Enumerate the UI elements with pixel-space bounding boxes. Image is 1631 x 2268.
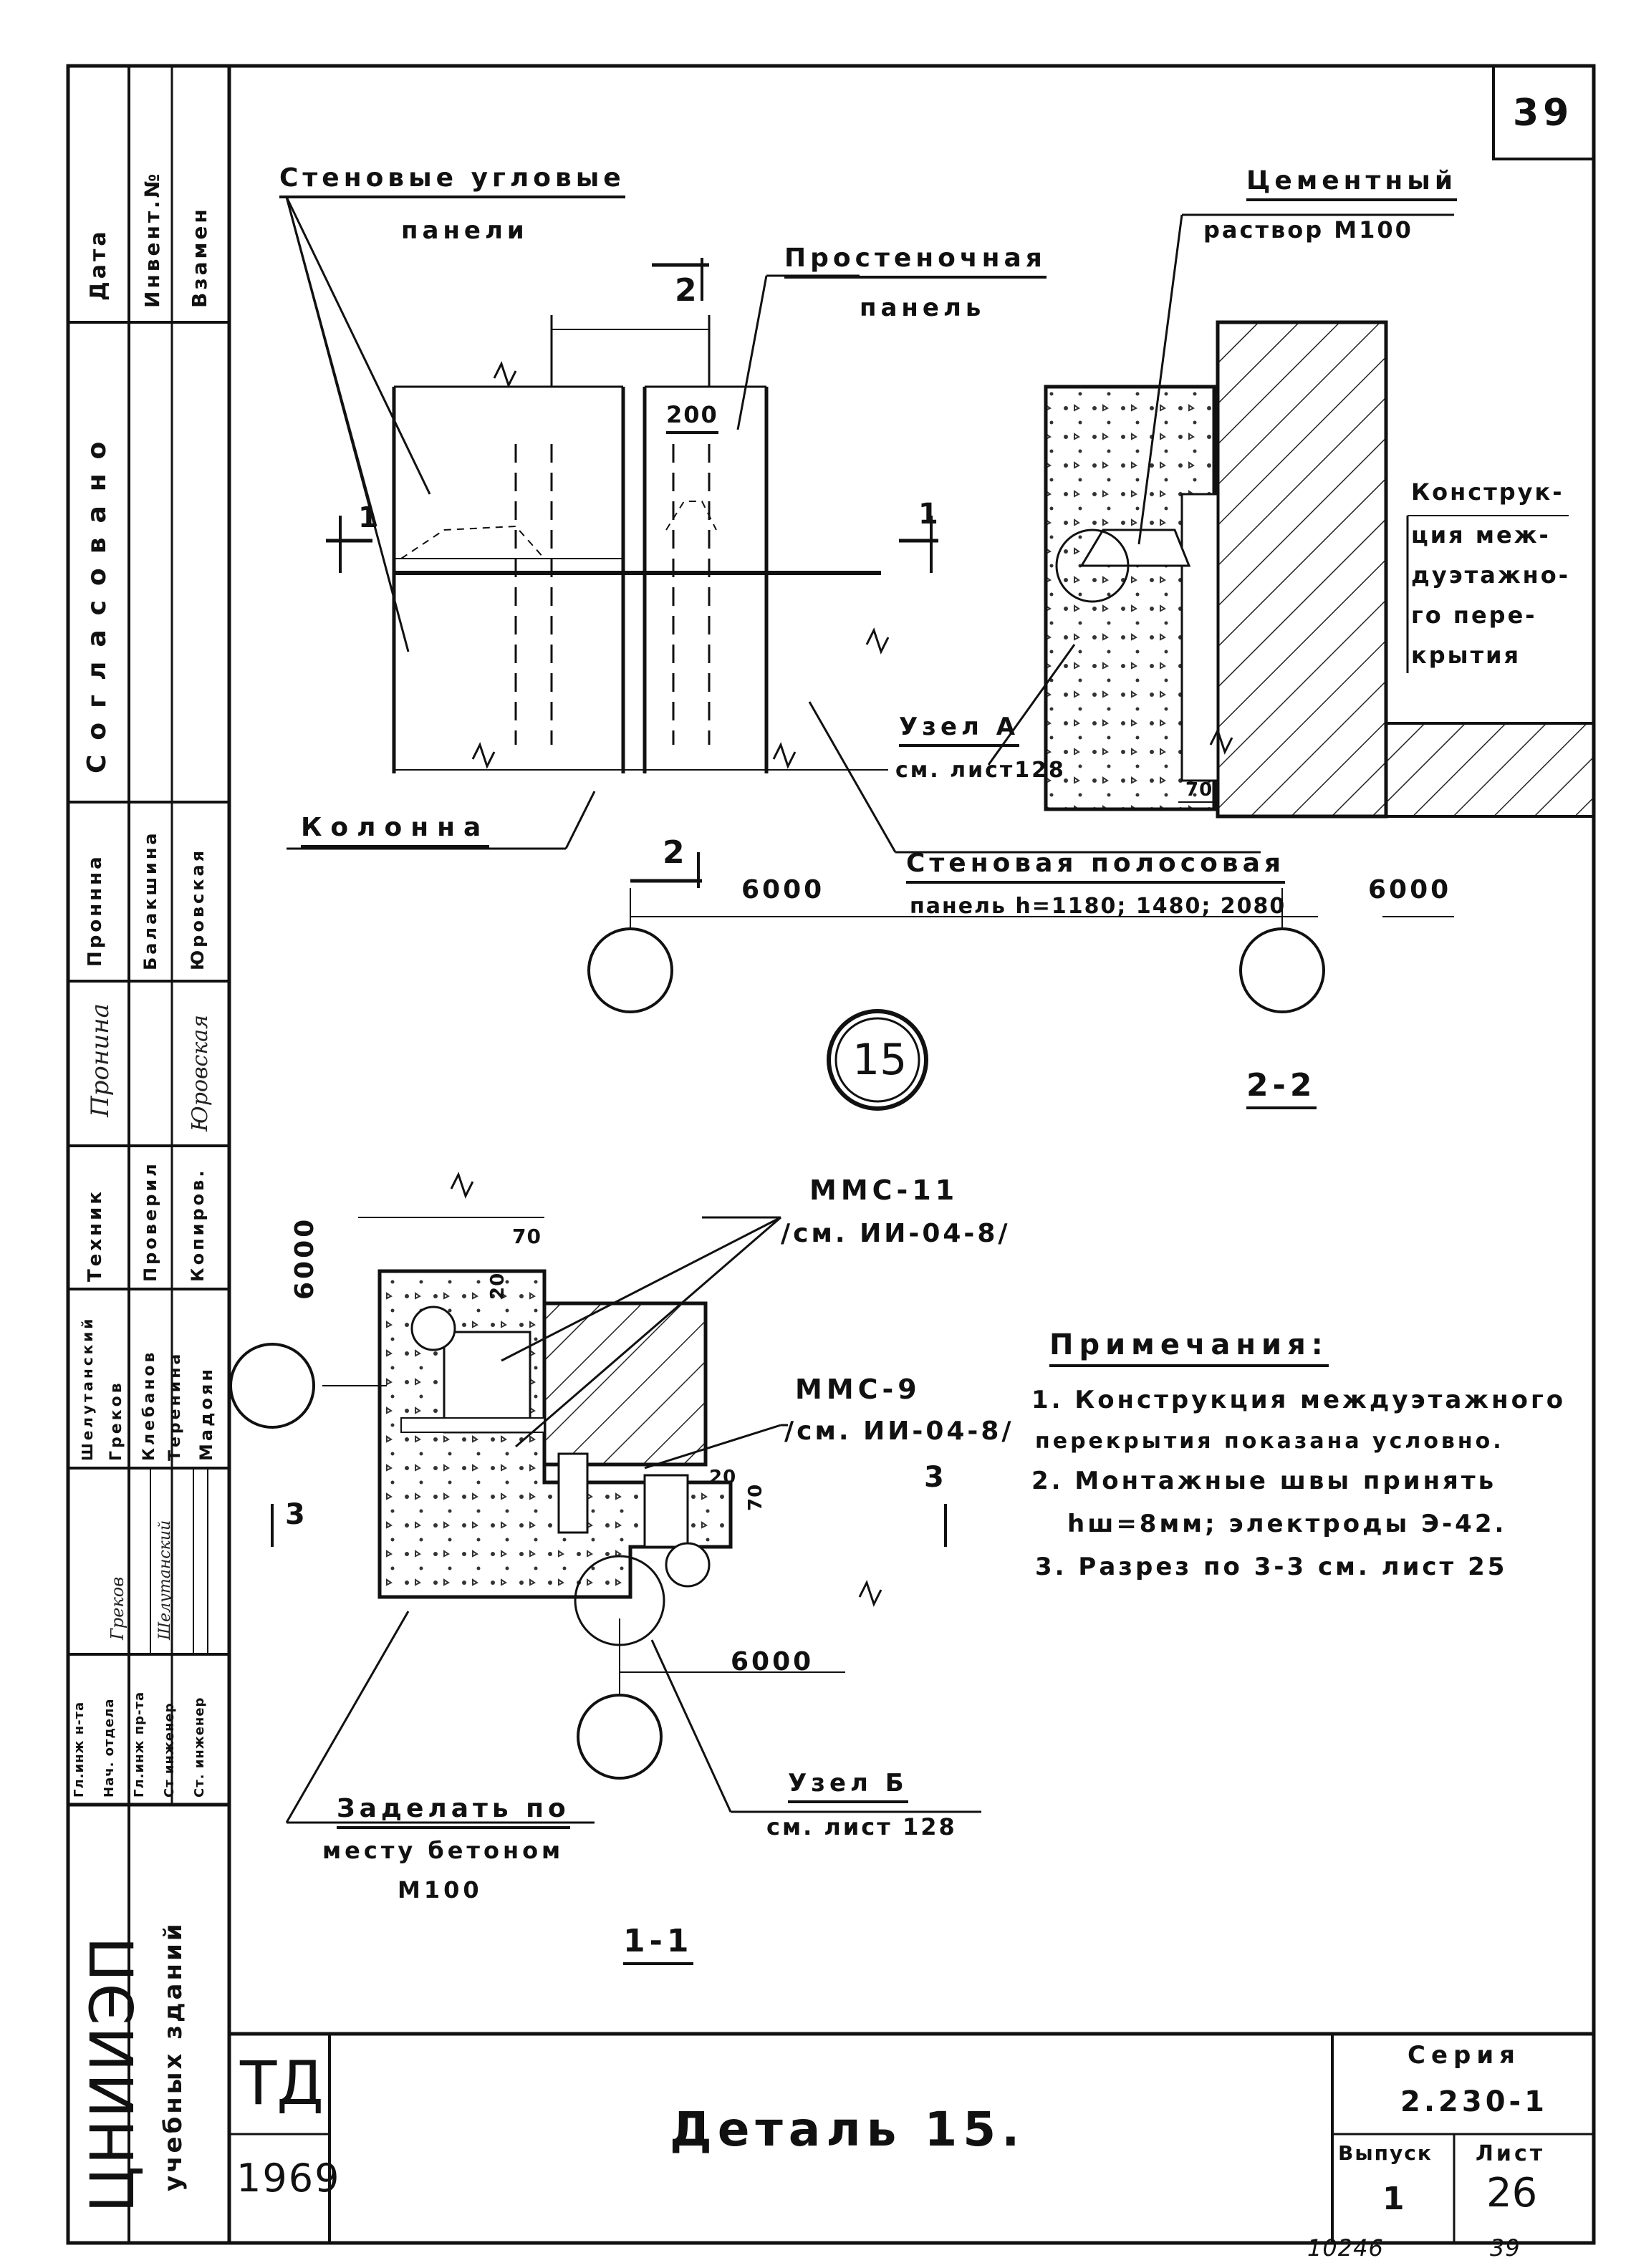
sidebar-position-5: Ст. инженер <box>192 1697 207 1797</box>
label-mortar: Цементный <box>1246 166 1458 201</box>
sidebar-position-1: Гл.инж н-та <box>72 1701 87 1797</box>
organization-subtitle: учебных зданий <box>159 1921 188 2191</box>
label-mms11-ref: /см. ИИ-04-8/ <box>781 1219 1011 1248</box>
section-mark-1-left: 1 <box>358 501 383 534</box>
section-mark-2-bottom: 2 <box>663 834 689 871</box>
sidebar-agreed: Согласовано <box>82 427 112 773</box>
label-floor-line-2: ция меж- <box>1411 521 1551 549</box>
sidebar-name-yurovskaya: Юровская <box>188 847 208 970</box>
dim-70-section-1a: 70 <box>512 1225 542 1248</box>
sidebar-signature-3: Греков <box>107 1576 128 1640</box>
label-pier-panel: Простеночная <box>784 243 1047 279</box>
sidebar-name-madoyan: Мадоян <box>196 1366 216 1461</box>
section-mark-1-right: 1 <box>918 498 943 531</box>
sidebar-position-2: Нач. отдела <box>102 1698 117 1797</box>
sidebar-replaces: Взамен <box>188 206 211 308</box>
label-strip-panel-2: панель h=1180; 1480; 2080 <box>910 894 1286 919</box>
label-node-a: Узел А <box>899 713 1020 747</box>
axis-circle-bottom <box>577 1694 663 1780</box>
drawing-title: Деталь 15. <box>670 2102 1026 2157</box>
axis-circle-upper-left <box>229 1343 315 1429</box>
sidebar-name-grekov: Греков <box>107 1380 125 1461</box>
sidebar-date: Дата <box>86 228 111 301</box>
section-title-2-2: 2-2 <box>1246 1067 1317 1109</box>
label-node-a-ref: см. лист128 <box>895 758 1066 783</box>
title-block-year: 1969 <box>236 2156 341 2201</box>
sidebar-role-copied: Копиров. <box>188 1167 208 1282</box>
dim-70-section-1b: 70 <box>745 1483 766 1511</box>
sidebar-signature-4: Шелутанский <box>156 1520 174 1640</box>
sidebar-name-shelutansky: Шелутанский <box>79 1316 96 1461</box>
title-block-td: ТД <box>240 2048 324 2118</box>
stamp-number: 10246 <box>1307 2234 1384 2262</box>
label-mms9-ref: /см. ИИ-04-8/ <box>784 1417 1014 1446</box>
note-line-2: перекрытия показана условно. <box>1035 1429 1504 1454</box>
label-mms11: ММС-11 <box>809 1174 959 1206</box>
label-floor-line-1: Конструк- <box>1411 478 1564 506</box>
label-column: Колонна <box>301 813 490 848</box>
sidebar-name-terenina: Теренина <box>166 1351 184 1461</box>
label-concrete-note-2: месту бетоном <box>322 1837 564 1864</box>
label-floor-line-3: дуэтажно- <box>1411 561 1571 589</box>
axis-circle-right <box>1239 927 1325 1013</box>
dim-6000-bottom: 6000 <box>731 1647 814 1676</box>
dim-200: 200 <box>666 401 718 434</box>
sidebar-name-klebanov: Клебанов <box>140 1349 158 1461</box>
label-mortar-2: раствор М100 <box>1203 216 1413 243</box>
label-mms9: ММС-9 <box>795 1374 921 1405</box>
label-node-b: Узел Б <box>788 1769 908 1803</box>
series-value: 2.230-1 <box>1400 2085 1548 2118</box>
sheet-label: Лист <box>1476 2141 1546 2166</box>
dim-6000-left: 6000 <box>741 875 825 904</box>
issue-label: Выпуск <box>1338 2141 1433 2165</box>
sidebar-inventory: Инвент.№ <box>140 170 164 308</box>
detail-number-circle <box>827 1009 928 1111</box>
dim-6000-right: 6000 <box>1368 875 1452 904</box>
label-concrete-note-3: М100 <box>398 1876 483 1903</box>
sidebar-role-technician: Техник <box>85 1189 106 1282</box>
label-node-b-ref: см. лист 128 <box>766 1813 957 1840</box>
label-concrete-note: Заделать по <box>337 1794 570 1829</box>
sheet-value: 26 <box>1486 2170 1538 2216</box>
note-line-5: 3. Разрез по 3-3 см. лист 25 <box>1035 1553 1508 1581</box>
label-floor-line-5: крытия <box>1411 642 1521 669</box>
dim-20-section-1b: 20 <box>709 1467 737 1488</box>
section-mark-3-right: 3 <box>924 1461 948 1494</box>
issue-value: 1 <box>1382 2181 1405 2217</box>
dim-70-section-2: 70 <box>1185 779 1213 801</box>
section-title-1-1: 1-1 <box>623 1923 693 1965</box>
label-floor-line-4: го пере- <box>1411 602 1537 629</box>
stamp-sheet: 39 <box>1490 2234 1521 2262</box>
sidebar-signature-1: Пронина <box>86 1003 115 1117</box>
note-line-1: 1. Конструкция междуэтажного <box>1031 1386 1567 1414</box>
dim-20-section-1a: 20 <box>487 1272 509 1300</box>
note-line-3: 2. Монтажные швы принять <box>1031 1467 1497 1495</box>
section-mark-3-left: 3 <box>285 1498 309 1531</box>
axis-circle-left <box>587 927 673 1013</box>
sidebar-position-3: Гл.инж пр-та <box>132 1691 147 1797</box>
sheet-frame <box>66 64 1596 2245</box>
sidebar-name-pronina: Проннна <box>85 854 106 967</box>
section-mark-2-top: 2 <box>675 272 701 309</box>
notes-title: Примечания: <box>1049 1328 1329 1367</box>
sidebar-position-4: Ст инженер <box>162 1702 177 1797</box>
label-strip-panel: Стеновая полосовая <box>906 849 1285 884</box>
sidebar-name-balakshina: Балакшина <box>140 830 160 970</box>
label-pier-panel-2: панель <box>860 294 986 322</box>
label-corner-panels: Стеновые угловые <box>279 163 625 198</box>
organization-name: ЦНИИЭП <box>77 1935 148 2213</box>
corner-sheet-number: 39 <box>1513 92 1574 135</box>
sidebar-role-checked: Проверил <box>140 1161 160 1282</box>
label-corner-panels-2: панели <box>401 216 529 245</box>
detail-number: 15 <box>852 1035 908 1085</box>
dim-6000-vertical: 6000 <box>290 1216 319 1300</box>
sidebar-signature-2: Юровская <box>188 1015 213 1131</box>
series-label: Серия <box>1408 2041 1521 2070</box>
note-line-4: hш=8мм; электроды Э-42. <box>1067 1510 1507 1538</box>
